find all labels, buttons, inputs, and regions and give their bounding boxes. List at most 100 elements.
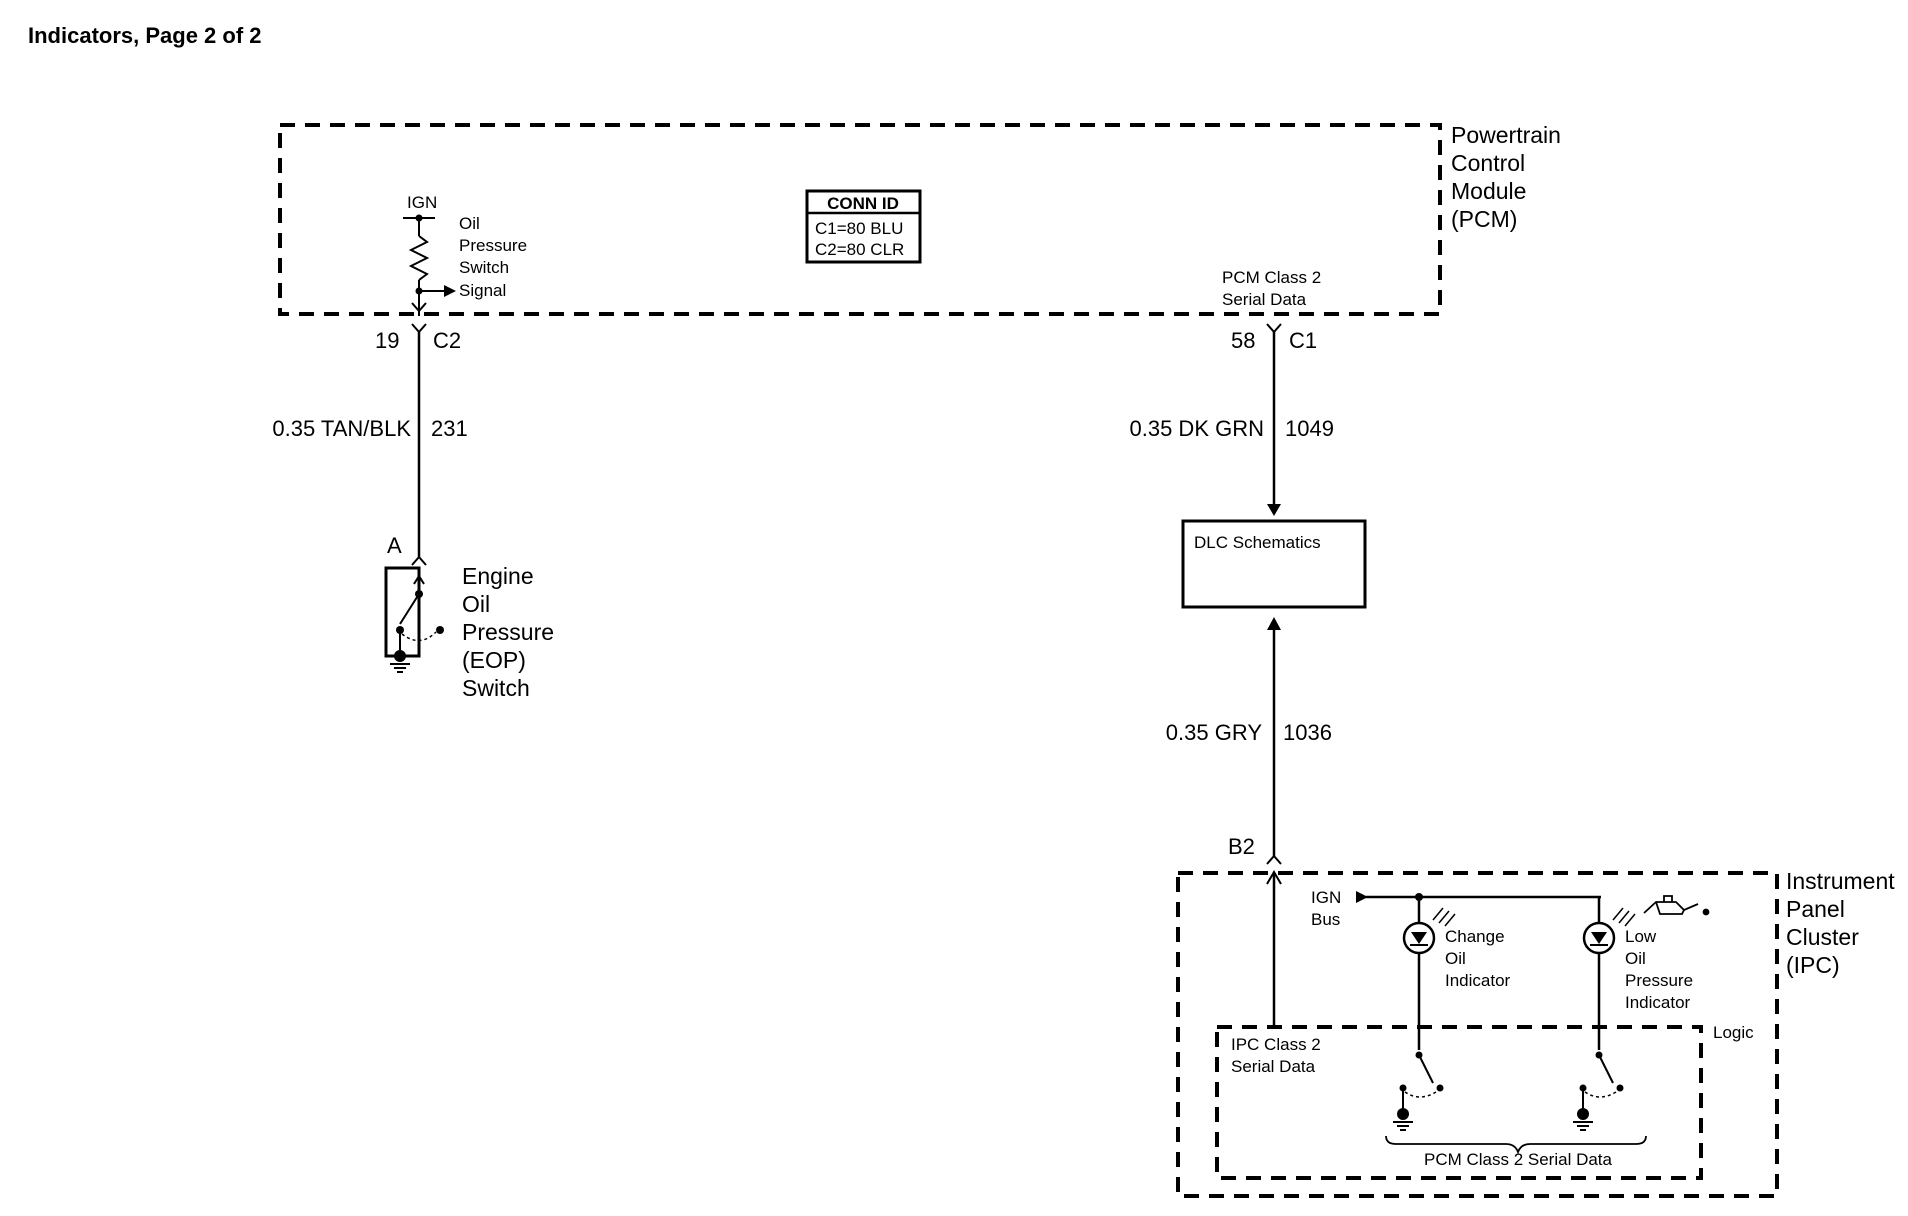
change-oil-driver-switch [1393,1051,1444,1131]
c2-connector-icon [411,323,427,334]
ign-bus: IGN Bus [1311,888,1601,929]
pcm-module-boundary [278,123,1442,316]
wire-231-pin: 19 [375,328,399,353]
oil-switch-signal-line-4: Signal [459,281,506,300]
pcm-ign-pullup: IGN Oil Pressure Switch Signal [403,193,527,316]
internal-chevron-icon [411,302,427,313]
low-oil-driver-blade [1598,1054,1614,1084]
low-oil-driver-dashes [1584,1091,1617,1098]
change-oil-driver-blade [1418,1054,1434,1084]
ipc-internal-arrow-icon [1266,870,1282,885]
conn-id-border [805,189,922,264]
terminal-a-connector-icon [411,555,427,566]
eop-switch-blade [399,593,420,625]
pcm-ign-label: IGN [407,193,437,212]
ipc-label-line-3: Cluster [1786,924,1859,950]
ign-bus-line-2: Bus [1311,910,1340,929]
low-oil-label-line-2: Oil [1625,949,1646,968]
low-oil-ground-node [1577,1108,1589,1120]
oil-can-icon [1643,895,1710,916]
wire-1049: 58 C1 0.35 DK GRN 1049 [1130,323,1334,516]
low-oil-label-line-3: Pressure [1625,971,1693,990]
logic-label: Logic [1713,1023,1754,1042]
eop-open-contact [436,626,444,634]
pcm-serial-line-1: PCM Class 2 [1222,268,1321,287]
eop-switch [384,566,444,673]
ipc-serial-line-2: Serial Data [1231,1057,1316,1076]
change-oil-light-rays-icon [1432,907,1456,927]
low-oil-driver-switch [1573,1051,1624,1131]
ipc-module-boundary [1176,871,1779,1198]
wire-1049-arrow-icon [1267,504,1281,516]
ipc-label: Instrument Panel Cluster (IPC) [1786,868,1895,978]
wire-1049-connector: C1 [1289,328,1317,353]
change-oil-indicator: Change Oil Indicator [1402,897,1511,1050]
ipc-label-line-1: Instrument [1786,868,1895,894]
oil-switch-signal-line-2: Pressure [459,236,527,255]
pullup-resistor [408,235,430,281]
oil-switch-signal-line-1: Oil [459,214,480,233]
ipc-label-line-4: (IPC) [1786,952,1840,978]
terminal-b2-connector-icon [1266,854,1282,865]
pcm-label-line-4: (PCM) [1451,206,1517,232]
eop-label-line-2: Oil [462,591,490,617]
low-oil-label-line-1: Low [1625,927,1657,946]
eop-actuation-dashes [401,631,437,642]
wire-1049-pin: 58 [1231,328,1255,353]
conn-id-table: CONN ID C1=80 BLU C2=80 CLR [805,189,922,264]
eop-lead-arrow-icon [413,574,425,585]
wire-1036-arrow-icon [1267,617,1281,630]
pcm-serial-logic-label: PCM Class 2 Serial Data [1424,1150,1613,1169]
eop-switch-label: Engine Oil Pressure (EOP) Switch [462,563,554,701]
dlc-box-border[interactable] [1181,519,1367,609]
low-oil-light-rays-icon [1612,907,1636,927]
wire-231-circuit: 231 [431,416,468,441]
pcm-label-line-1: Powertrain [1451,122,1561,148]
terminal-b2-label: B2 [1228,834,1255,859]
wire-1049-color: 0.35 DK GRN [1130,416,1265,441]
eop-label-line-4: (EOP) [462,647,526,673]
change-oil-diode-icon [1411,932,1427,944]
pcm-label: Powertrain Control Module (PCM) [1451,122,1561,232]
conn-id-header: CONN ID [827,194,899,213]
ign-bus-arrow-icon [1356,891,1368,903]
low-oil-pressure-indicator: Low Oil Pressure Indicator [1582,895,1710,1050]
wire-231-color: 0.35 TAN/BLK [272,416,411,441]
low-oil-diode-icon [1591,932,1607,944]
wire-1049-circuit: 1049 [1285,416,1334,441]
eop-label-line-5: Switch [462,675,530,701]
pcm-serial-line-2: Serial Data [1222,290,1307,309]
low-oil-driver-contact [1616,1084,1624,1092]
diagram-title: Indicators, Page 2 of 2 [28,23,262,48]
change-oil-label-line-3: Indicator [1445,971,1511,990]
wire-1036: 0.35 GRY 1036 B2 [1166,617,1332,865]
ign-bus-line-1: IGN [1311,888,1341,907]
eop-ground-node [394,650,406,662]
terminal-a-label: A [387,533,402,558]
change-oil-driver-contact [1436,1084,1444,1092]
eop-switch-body [384,566,421,658]
dlc-label[interactable]: DLC Schematics [1194,533,1321,552]
logic-brace [1385,1135,1647,1155]
wire-231-connector: C2 [433,328,461,353]
logic-boundary [1215,1025,1703,1180]
change-oil-label-line-2: Oil [1445,949,1466,968]
eop-label-line-1: Engine [462,563,534,589]
dlc-schematics-box[interactable]: DLC Schematics [1181,519,1367,609]
pcm-label-line-2: Control [1451,150,1525,176]
wire-231: 19 C2 0.35 TAN/BLK 231 A [272,323,468,566]
c1-connector-icon [1266,323,1282,334]
conn-id-row-c2: C2=80 CLR [815,240,904,259]
ipc-serial-line-1: IPC Class 2 [1231,1035,1321,1054]
wire-1036-circuit: 1036 [1283,720,1332,745]
conn-id-row-c1: C1=80 BLU [815,219,903,238]
low-oil-label-line-4: Indicator [1625,993,1691,1012]
signal-arrow-icon [444,285,456,297]
oil-switch-signal-line-3: Switch [459,258,509,277]
wire-1036-color: 0.35 GRY [1166,720,1263,745]
change-oil-driver-dashes [1404,1091,1437,1098]
change-oil-ground-node [1397,1108,1409,1120]
eop-label-line-3: Pressure [462,619,554,645]
pcm-label-line-3: Module [1451,178,1526,204]
